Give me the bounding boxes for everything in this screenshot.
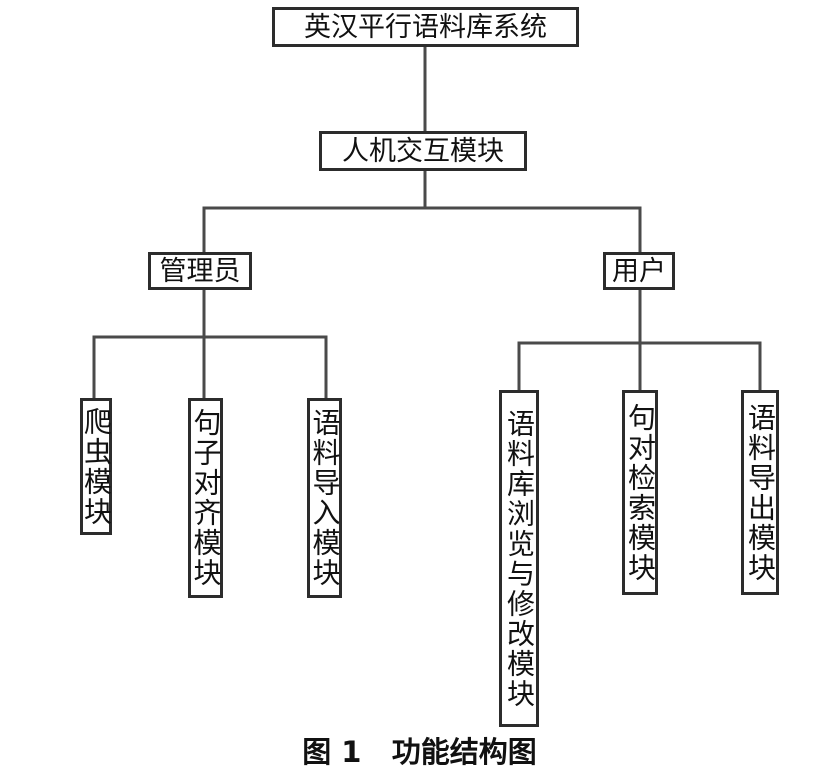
module-node-crawler: 爬虫模块 (80, 398, 113, 535)
connector-user-modules (517, 287, 762, 392)
connector-admin-modules (92, 287, 328, 400)
interface-node: 人机交互模块 (319, 131, 527, 171)
connector-interface-roles (202, 168, 642, 256)
module-node-corpus-import: 语料导入模块 (307, 398, 342, 598)
module-node-corpus-browse-edit: 语料库浏览与修改模块 (499, 390, 539, 727)
module-node-corpus-export: 语料导出模块 (741, 390, 779, 595)
figure-caption: 图 1 功能结构图 (302, 735, 537, 769)
module-node-sentence-alignment: 句子对齐模块 (188, 398, 223, 598)
root-node: 英汉平行语料库系统 (272, 7, 579, 47)
role-node-user: 用户 (603, 252, 675, 290)
role-node-admin: 管理员 (148, 252, 252, 290)
module-node-sentence-search: 句对检索模块 (622, 390, 658, 595)
